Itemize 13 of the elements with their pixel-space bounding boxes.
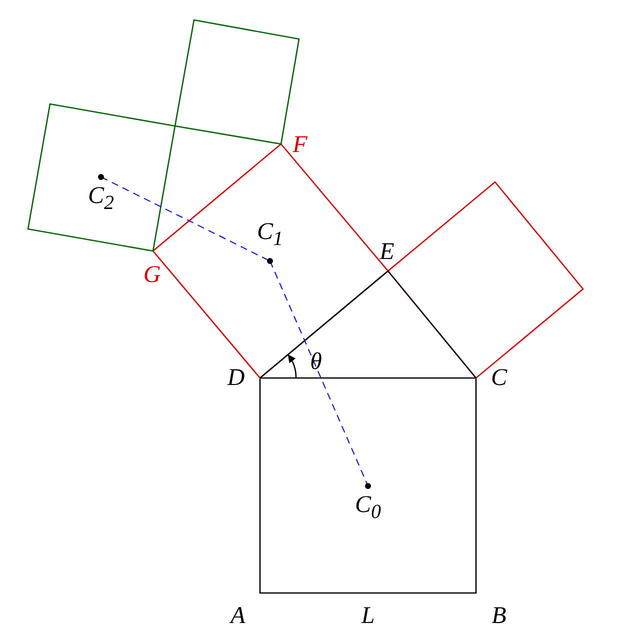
vertex-label: G bbox=[143, 263, 161, 287]
vertex-label: θ bbox=[310, 350, 322, 374]
point-label: C$_{1}$ bbox=[256, 220, 284, 249]
dashed-connector bbox=[100, 176, 270, 262]
vertex-label: C bbox=[491, 366, 507, 390]
vertex-label: E bbox=[380, 240, 394, 264]
vertex-label: B bbox=[492, 604, 506, 628]
vertex-label: L bbox=[361, 604, 375, 628]
vertex-label: A bbox=[230, 604, 246, 628]
vertex-label: D bbox=[227, 366, 245, 390]
point-label: C$_{0}$ bbox=[354, 493, 382, 522]
point-label: C$_{2}$ bbox=[86, 184, 115, 213]
vertex-label: F bbox=[292, 133, 308, 157]
